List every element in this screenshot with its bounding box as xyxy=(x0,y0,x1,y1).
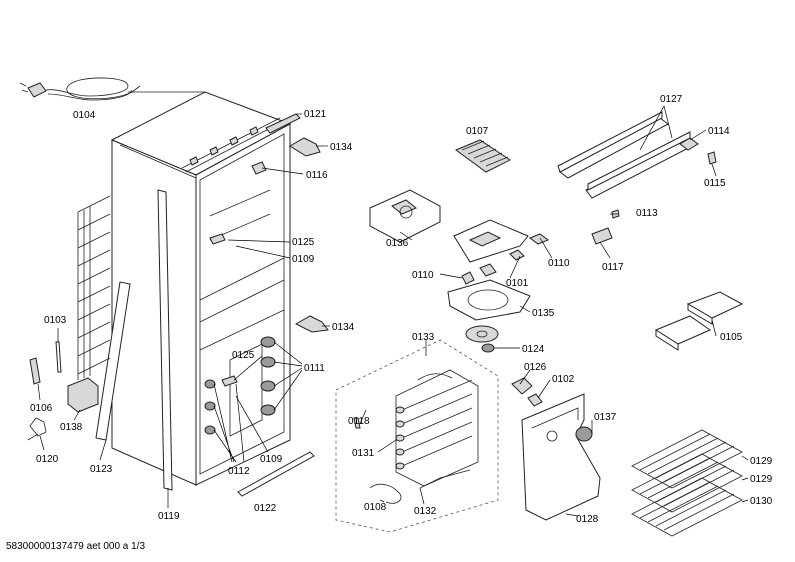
cover-upper-part xyxy=(209,233,226,245)
shelf-support-parts xyxy=(204,336,276,435)
label-0105: 0105 xyxy=(720,332,743,343)
label-0126: 0126 xyxy=(524,362,547,373)
egg-tray-parts xyxy=(654,291,744,351)
label-0129-upper: 0129 xyxy=(750,456,773,467)
hinge-lower-part xyxy=(294,315,329,333)
clip-part xyxy=(251,161,267,175)
label-0102: 0102 xyxy=(552,374,575,385)
label-0118: 0118 xyxy=(348,416,370,427)
label-0123: 0123 xyxy=(90,464,113,475)
label-0101: 0101 xyxy=(506,278,529,289)
label-0122: 0122 xyxy=(254,503,277,514)
label-0124: 0124 xyxy=(522,344,545,355)
heater-wire-part xyxy=(369,483,402,504)
sensor-part xyxy=(29,357,41,385)
label-0109-upper: 0109 xyxy=(292,254,315,265)
label-0106: 0106 xyxy=(30,403,53,414)
label-0120: 0120 xyxy=(36,454,59,465)
label-0115: 0115 xyxy=(704,178,726,189)
evaporator-coil-part xyxy=(395,369,479,489)
label-0132: 0132 xyxy=(414,506,437,517)
evaporator-group-outline xyxy=(335,339,499,533)
document-footer-id: 58300000137479 aet 000 a 1/3 xyxy=(6,541,146,552)
drain-nozzle-part xyxy=(527,393,543,407)
condenser-coil-part xyxy=(77,195,111,380)
fan-assembly-part xyxy=(453,219,550,285)
label-0134-upper: 0134 xyxy=(330,142,353,153)
clip-small-part xyxy=(707,151,717,165)
rail-parts xyxy=(557,111,697,199)
lamp-part xyxy=(27,417,47,441)
label-plate-part xyxy=(591,227,613,245)
label-0110-right: 0110 xyxy=(548,258,570,269)
label-0109-lower: 0109 xyxy=(260,454,283,465)
label-0125-lower: 0125 xyxy=(232,350,255,361)
label-0129-lower: 0129 xyxy=(750,474,773,485)
leader-lines xyxy=(37,105,749,517)
ice-tray-part xyxy=(454,139,511,173)
label-0138: 0138 xyxy=(60,422,83,433)
hinge-upper-part xyxy=(289,137,321,157)
fan-cover-part xyxy=(447,279,531,321)
cabinet-housing-part xyxy=(110,91,292,486)
label-0136: 0136 xyxy=(386,238,409,249)
door-seal-part xyxy=(157,189,173,491)
label-0113: 0113 xyxy=(636,208,658,219)
label-0119: 0119 xyxy=(158,511,180,522)
drain-connector-part xyxy=(511,377,533,395)
label-0128: 0128 xyxy=(576,514,599,525)
label-0117: 0117 xyxy=(602,262,624,273)
label-0125-upper: 0125 xyxy=(292,237,315,248)
label-0133: 0133 xyxy=(412,332,435,343)
label-0108: 0108 xyxy=(364,502,387,513)
power-cord-part xyxy=(19,77,141,101)
label-0107: 0107 xyxy=(466,126,489,137)
label-0104: 0104 xyxy=(73,110,96,121)
fan-housing-part xyxy=(369,189,441,243)
label-0112: 0112 xyxy=(228,466,250,477)
label-0110-left: 0110 xyxy=(412,270,434,281)
label-0137: 0137 xyxy=(594,412,617,423)
label-0116: 0116 xyxy=(306,170,328,181)
label-0134-lower: 0134 xyxy=(332,322,355,333)
label-0135: 0135 xyxy=(532,308,555,319)
fan-wheel-part xyxy=(465,325,499,353)
label-0114: 0114 xyxy=(708,126,730,137)
label-0103: 0103 xyxy=(44,315,67,326)
wire-shelf-parts xyxy=(631,429,743,537)
label-0111: 0111 xyxy=(304,363,325,374)
label-0121: 0121 xyxy=(304,109,327,120)
label-0131: 0131 xyxy=(352,448,375,459)
heater-clip-part xyxy=(353,417,361,429)
rail-end-part xyxy=(679,137,699,151)
label-0130: 0130 xyxy=(750,496,773,507)
air-duct-part xyxy=(521,393,601,521)
label-0127: 0127 xyxy=(660,94,683,105)
bottom-strip-part xyxy=(237,451,315,497)
probe-part xyxy=(55,341,62,373)
relay-box-part xyxy=(67,377,99,413)
top-bracket-part xyxy=(265,113,301,134)
